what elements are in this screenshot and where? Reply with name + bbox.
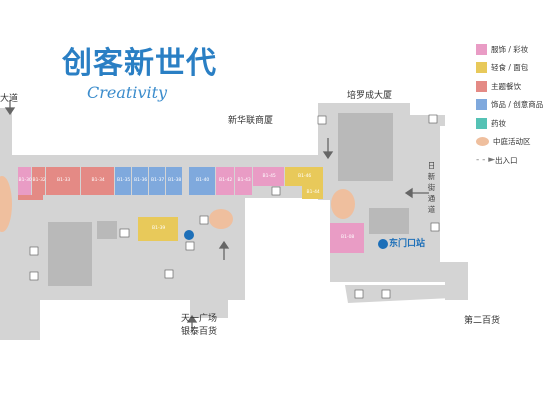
shop-id-label: B1-44 (306, 189, 320, 195)
shop-unit (149, 167, 165, 195)
shop-unit (138, 217, 178, 241)
shop-unit (330, 223, 364, 253)
shop-id-label: B1-37 (151, 178, 165, 183)
shop-unit (235, 167, 252, 195)
shop-unit (253, 167, 284, 186)
place-dier: 第二百货 (464, 316, 501, 326)
shop-unit (81, 167, 114, 195)
place-yintai: 银泰百货 (181, 327, 218, 337)
facility-icons (29, 114, 440, 299)
station-label: 东门口站 (378, 236, 425, 249)
legend-item-pharmacy: 药妆 (476, 114, 550, 133)
legend-item-food: 轻食 / 面包 (476, 59, 550, 78)
shop-id-label: B1-46 (298, 173, 312, 179)
shop-id-label: B1-32 (32, 178, 46, 183)
legend-item-fashion: 服饰 / 彩妆 (476, 40, 550, 59)
structures (48, 113, 409, 286)
place-xinhualian: 新华联商厦 (228, 116, 274, 126)
legend-swatch (476, 80, 487, 92)
arrow-icon: - - ► (476, 155, 496, 166)
shop-id-label: B1-42 (219, 178, 233, 183)
shop-id-label: B1-43 (237, 178, 251, 183)
shop-id-label: B1-40 (196, 178, 210, 183)
shop-unit (132, 167, 148, 195)
metro-icon (378, 238, 388, 249)
legend-swatch (476, 62, 487, 74)
legend-item-accessories: 饰品 / 创意商品 (476, 96, 550, 115)
shop-unit (18, 167, 31, 195)
shop-unit (46, 167, 80, 195)
shop-unit (302, 186, 323, 199)
shop-id-label: B1-39 (152, 226, 166, 231)
logo-subtitle: Creativity (87, 83, 168, 102)
legend-item-dining: 主题餐饮 (476, 77, 550, 96)
legend-item-entrance: - - ►出入口 (476, 155, 518, 166)
shop-id-label: B1-34 (91, 178, 105, 183)
place-road-left: 大道 (0, 94, 19, 104)
shop-unit (18, 195, 43, 200)
shop-id-label: B1-38 (168, 178, 182, 183)
place-tianyi: 天一广场 (181, 314, 218, 324)
shop-unit (32, 167, 45, 195)
legend-swatch (476, 99, 487, 111)
shop-id-label: B1-30 (18, 178, 32, 183)
place-peiluocheng: 培罗成大厦 (347, 91, 393, 101)
shop-unit (166, 167, 182, 195)
shop-id-label: B1-35 (117, 178, 131, 183)
logo-title: 创客新世代 (62, 46, 217, 81)
shop-unit (115, 167, 131, 195)
shop-unit (285, 167, 323, 186)
legend-swatch (476, 43, 487, 55)
legend-swatch (476, 117, 487, 129)
metro-icon-2 (184, 230, 194, 240)
shop-unit (216, 167, 234, 195)
legend: 服饰 / 彩妆 轻食 / 面包 主题餐饮 饰品 / 创意商品 药妆 中庭活动区 … (476, 40, 550, 170)
shop-id-label: B1-36 (134, 178, 148, 183)
shop-units (18, 167, 364, 253)
shop-unit (189, 167, 215, 195)
legend-swatch (476, 137, 489, 147)
atriums (0, 176, 355, 232)
entrance-arrows (4, 100, 429, 332)
place-east-corridor: 日新街通道 (427, 161, 436, 214)
shop-id-label: B1-45 (262, 173, 276, 179)
shop-id-label: B1-33 (57, 178, 71, 183)
legend-item-atrium: 中庭活动区 (476, 133, 550, 152)
shop-id-label: B1-08 (341, 235, 355, 240)
